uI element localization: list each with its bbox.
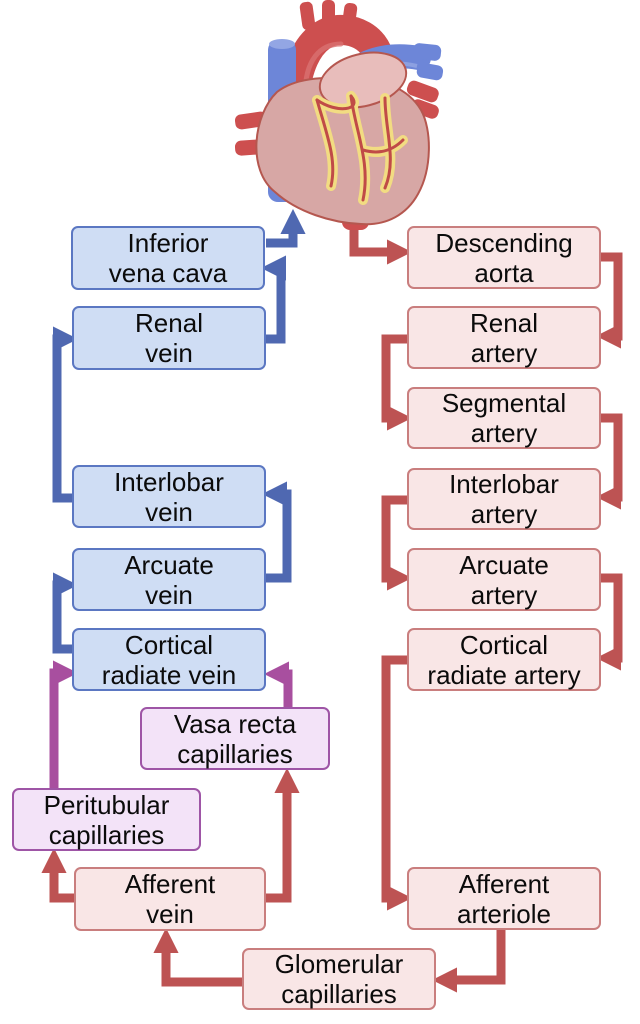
node-interlobar-vein: Interlobar vein [72, 465, 266, 528]
node-afferent-arteriole: Afferent arteriole [407, 867, 601, 930]
node-label: Arcuate artery [459, 549, 549, 610]
node-label: Segmental artery [441, 388, 567, 448]
node-glomerular-capillaries: Glomerular capillaries [242, 948, 436, 1010]
node-label: Interlobar vein [114, 466, 224, 527]
heart-illustration [235, 0, 444, 230]
arrow-renal-vein-to-ivc [260, 255, 287, 344]
node-label: Cortical radiate vein [101, 629, 237, 690]
arrow-cortical-radiate-artery-to-afferent-arteriole [381, 655, 413, 911]
node-label: Peritubular capillaries [43, 789, 170, 850]
node-vasa-recta-capillaries: Vasa recta capillaries [140, 707, 330, 770]
arrow-vasa-recta-to-cortical-radiate-vein [263, 661, 293, 710]
node-label: Glomerular capillaries [274, 949, 404, 1009]
node-renal-vein: Renal vein [72, 306, 266, 370]
arrow-glomerular-to-afferent-vein [153, 927, 244, 987]
node-arcuate-vein: Arcuate vein [72, 548, 266, 611]
arrow-cortical-radiate-vein-to-arcuate-vein [52, 572, 79, 654]
arrow-renal-artery-to-segmental-artery [381, 334, 413, 431]
arrow-descending-aorta-to-renal-artery [595, 252, 623, 349]
arrow-arcuate-artery-to-cortical-radiate-artery [595, 573, 623, 671]
node-cortical-radiate-artery: Cortical radiate artery [407, 628, 601, 691]
node-label: Arcuate vein [124, 549, 214, 610]
node-segmental-artery: Segmental artery [407, 387, 601, 449]
arrow-afferent-vein-to-peritubular [41, 847, 78, 903]
node-label: Interlobar artery [449, 469, 559, 529]
coronary-vessels [312, 91, 408, 205]
node-label: Renal vein [135, 308, 203, 368]
arrow-interlobar-artery-to-arcuate-artery [381, 495, 413, 591]
node-label: Descending aorta [435, 227, 573, 288]
node-inferior-vena-cava: Inferior vena cava [71, 226, 265, 290]
node-cortical-radiate-vein: Cortical radiate vein [72, 628, 266, 691]
arrow-peritubular-to-cortical-radiate-vein [49, 660, 79, 790]
arrow-segmental-artery-to-interlobar-artery [595, 413, 623, 510]
arrow-afferent-vein-to-vasa-recta [262, 767, 300, 903]
arrow-ivc-to-heart [266, 208, 306, 248]
node-peritubular-capillaries: Peritubular capillaries [12, 788, 201, 851]
node-label: Renal artery [470, 307, 538, 368]
node-renal-artery: Renal artery [407, 306, 601, 369]
node-afferent-vein: Afferent vein [74, 867, 266, 931]
node-label: Inferior vena cava [108, 228, 228, 288]
arrow-afferent-arteriole-to-glomerular [431, 928, 506, 993]
node-arcuate-artery: Arcuate artery [407, 548, 601, 611]
node-label: Afferent vein [124, 869, 216, 929]
node-label: Cortical radiate artery [427, 629, 581, 690]
node-interlobar-artery: Interlobar artery [407, 468, 601, 530]
arrow-arcuate-vein-to-interlobar-vein [261, 481, 292, 583]
node-label: Vasa recta capillaries [173, 708, 297, 769]
arrow-interlobar-vein-to-renal-vein [52, 326, 79, 503]
node-label: Afferent arteriole [457, 868, 551, 929]
node-descending-aorta: Descending aorta [407, 226, 601, 289]
